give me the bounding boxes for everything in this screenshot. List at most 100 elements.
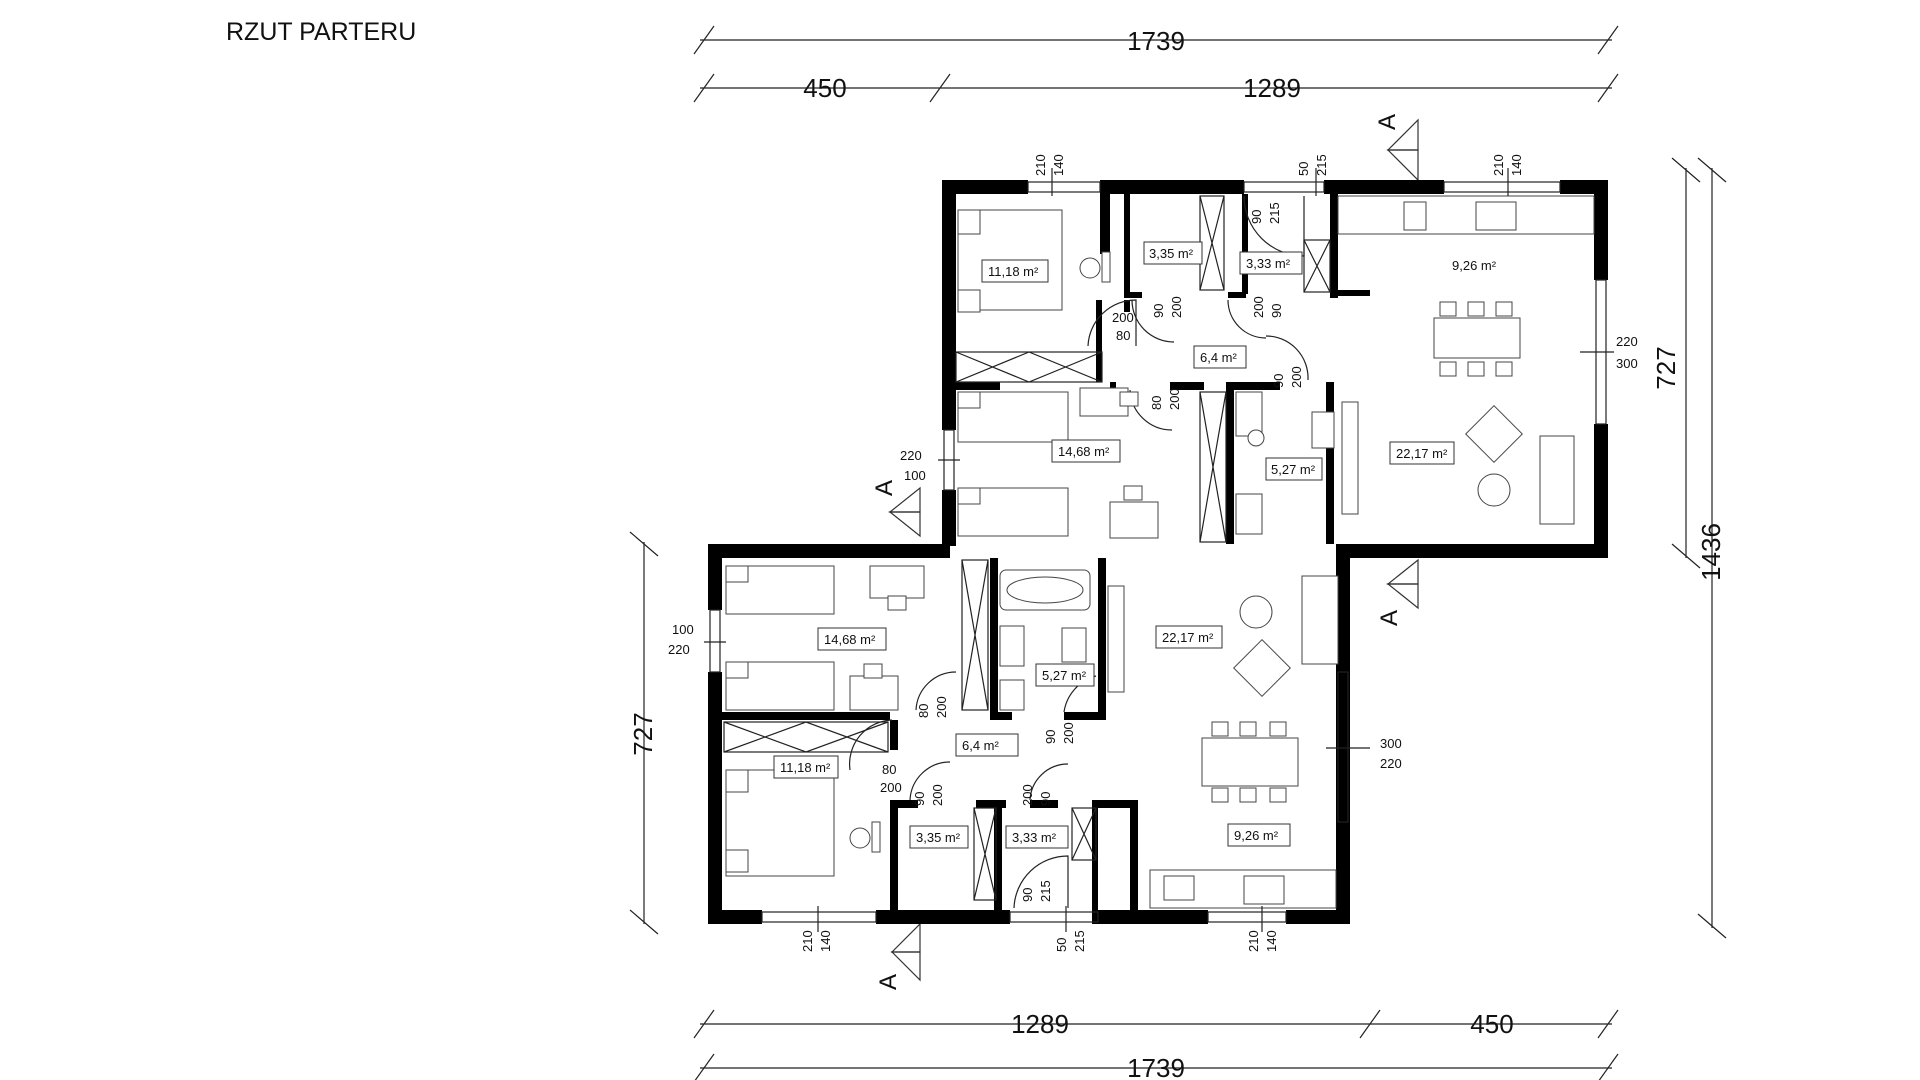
- svg-text:220: 220: [668, 642, 690, 657]
- plan-title: RZUT PARTERU: [226, 18, 416, 46]
- svg-text:300: 300: [1380, 736, 1402, 751]
- svg-text:220: 220: [1380, 756, 1402, 771]
- svg-text:140: 140: [1051, 154, 1066, 176]
- svg-text:727: 727: [628, 712, 658, 755]
- svg-text:210: 210: [1491, 154, 1506, 176]
- svg-text:90: 90: [1020, 888, 1035, 902]
- svg-text:200: 200: [880, 780, 902, 795]
- svg-text:1739: 1739: [1127, 26, 1185, 56]
- svg-text:200: 200: [1112, 310, 1134, 325]
- svg-text:450: 450: [1470, 1009, 1513, 1039]
- svg-text:A: A: [1376, 610, 1403, 626]
- dimension-bottom-total: 1739: [694, 1053, 1619, 1080]
- svg-text:80: 80: [916, 704, 931, 718]
- svg-text:3,33 m²: 3,33 m²: [1012, 830, 1057, 845]
- svg-text:90: 90: [912, 792, 927, 806]
- svg-text:A: A: [871, 480, 898, 496]
- svg-text:215: 215: [1267, 202, 1282, 224]
- window-ticks: [704, 168, 1614, 932]
- svg-text:3,33 m²: 3,33 m²: [1246, 256, 1291, 271]
- svg-text:90: 90: [1249, 210, 1264, 224]
- svg-text:50: 50: [1296, 162, 1311, 176]
- section-marker-bottom: A: [875, 922, 921, 990]
- svg-text:90: 90: [1038, 792, 1053, 806]
- living-furniture: [1233, 405, 1575, 697]
- svg-text:5,27 m²: 5,27 m²: [1042, 668, 1087, 683]
- svg-text:14,68 m²: 14,68 m²: [824, 632, 876, 647]
- svg-text:100: 100: [904, 468, 926, 483]
- svg-text:215: 215: [1038, 880, 1053, 902]
- svg-text:450: 450: [803, 73, 846, 103]
- section-marker-upper-left: A: [871, 480, 921, 538]
- desks: [849, 251, 1159, 853]
- svg-text:6,4 m²: 6,4 m²: [1200, 350, 1238, 365]
- svg-text:210: 210: [1246, 930, 1261, 952]
- svg-text:200: 200: [1169, 296, 1184, 318]
- svg-text:200: 200: [930, 784, 945, 806]
- entry-door-lower[interactable]: [1009, 855, 1099, 923]
- svg-text:220: 220: [1616, 334, 1638, 349]
- kitchen-lower: [1149, 721, 1337, 909]
- svg-text:80: 80: [1149, 396, 1164, 410]
- svg-text:140: 140: [818, 930, 833, 952]
- svg-text:22,17 m²: 22,17 m²: [1396, 446, 1448, 461]
- walls: [708, 180, 1608, 924]
- svg-text:220: 220: [900, 448, 922, 463]
- beds: [725, 209, 1069, 877]
- svg-text:100: 100: [672, 622, 694, 637]
- door-swings: [848, 299, 1309, 801]
- svg-text:14,68 m²: 14,68 m²: [1058, 444, 1110, 459]
- svg-text:90: 90: [1271, 374, 1286, 388]
- dimension-left-lower: 727: [628, 531, 659, 935]
- svg-text:50: 50: [1054, 938, 1069, 952]
- svg-text:9,26 m²: 9,26 m²: [1452, 258, 1497, 273]
- svg-text:1289: 1289: [1011, 1009, 1069, 1039]
- svg-text:200: 200: [1251, 296, 1266, 318]
- svg-text:140: 140: [1509, 154, 1524, 176]
- svg-text:210: 210: [800, 930, 815, 952]
- svg-text:5,27 m²: 5,27 m²: [1271, 462, 1316, 477]
- svg-text:215: 215: [1314, 154, 1329, 176]
- dimension-right-upper: 727: [1651, 157, 1701, 569]
- svg-text:80: 80: [1116, 328, 1130, 343]
- svg-text:9,26 m²: 9,26 m²: [1234, 828, 1279, 843]
- room-labels-upper: 11,18 m² 3,35 m² 3,33 m² 9,26 m² 6,4 m² …: [981, 241, 1497, 481]
- svg-text:140: 140: [1264, 930, 1279, 952]
- svg-text:11,18 m²: 11,18 m²: [780, 760, 831, 775]
- svg-text:6,4 m²: 6,4 m²: [962, 738, 1000, 753]
- dimension-top-left: 450: [693, 73, 951, 103]
- svg-text:80: 80: [882, 762, 896, 777]
- svg-text:A: A: [875, 974, 902, 990]
- svg-text:90: 90: [1269, 304, 1284, 318]
- dimension-bottom-right: 450: [1372, 1009, 1619, 1039]
- svg-text:200: 200: [1289, 366, 1304, 388]
- svg-text:1436: 1436: [1696, 523, 1726, 581]
- svg-text:727: 727: [1651, 346, 1681, 389]
- svg-text:200: 200: [1167, 388, 1182, 410]
- svg-text:200: 200: [1020, 784, 1035, 806]
- section-marker-top: A: [1374, 114, 1419, 182]
- bathroom-fixtures: [999, 391, 1359, 711]
- section-marker-lower-right: A: [1376, 558, 1419, 626]
- svg-text:22,17 m²: 22,17 m²: [1162, 630, 1214, 645]
- svg-text:90: 90: [1151, 304, 1166, 318]
- dimension-bottom-left: 1289: [693, 1009, 1381, 1039]
- svg-text:200: 200: [934, 696, 949, 718]
- svg-text:1739: 1739: [1127, 1053, 1185, 1080]
- dimension-top-right: 1289: [944, 73, 1619, 103]
- svg-text:200: 200: [1061, 722, 1076, 744]
- wardrobes: [723, 195, 1331, 901]
- svg-text:11,18 m²: 11,18 m²: [988, 264, 1039, 279]
- svg-text:3,35 m²: 3,35 m²: [916, 830, 961, 845]
- svg-text:A: A: [1374, 114, 1401, 130]
- svg-text:1289: 1289: [1243, 73, 1301, 103]
- dimension-top-total: 1739: [693, 25, 1619, 56]
- svg-text:215: 215: [1072, 930, 1087, 952]
- svg-text:90: 90: [1043, 730, 1058, 744]
- svg-text:300: 300: [1616, 356, 1638, 371]
- kitchen-upper: [1337, 195, 1595, 377]
- dimension-right-total: 1436: [1696, 157, 1727, 939]
- svg-text:3,35 m²: 3,35 m²: [1149, 246, 1194, 261]
